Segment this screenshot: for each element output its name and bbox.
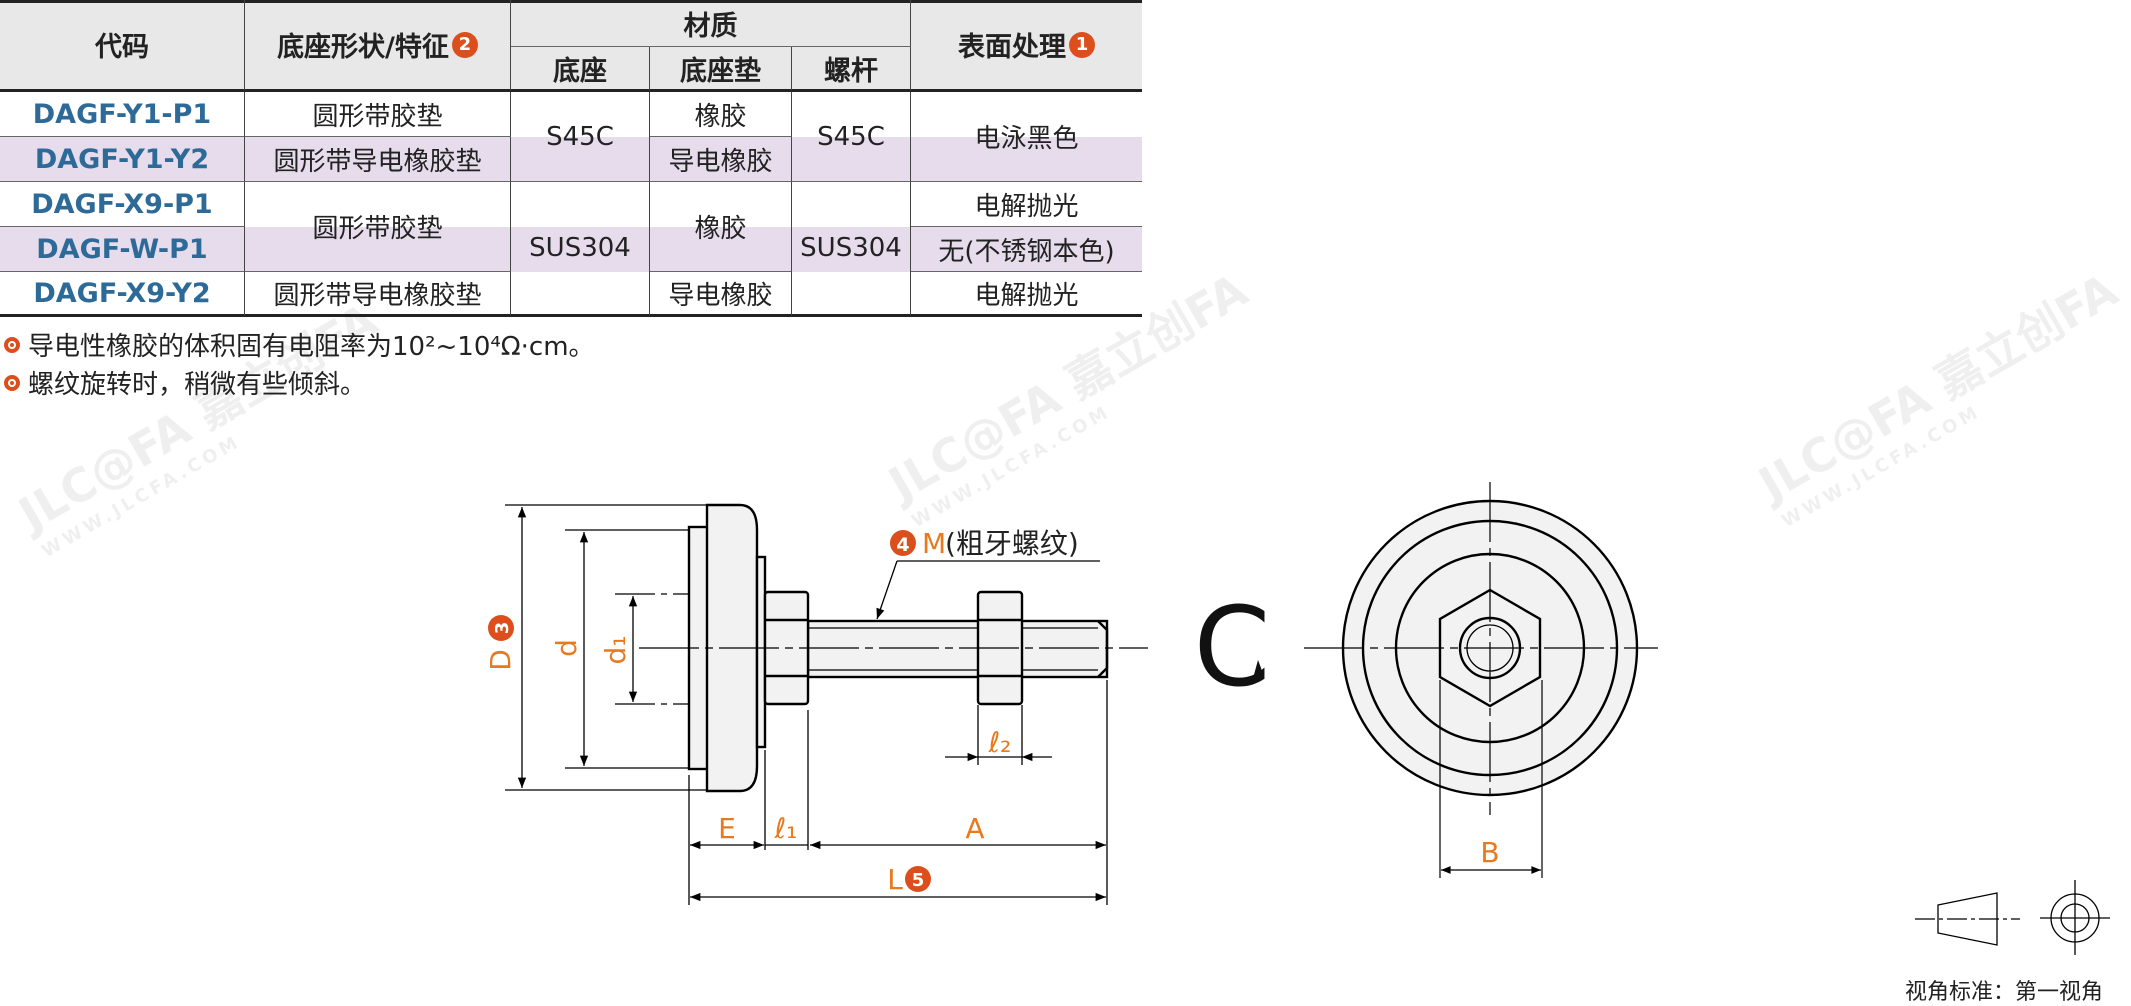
- header-material: 材质: [511, 0, 911, 47]
- code-cell: DAGF-W-P1: [0, 227, 245, 272]
- label-L: L: [887, 863, 903, 896]
- label-D: D: [484, 649, 517, 671]
- base-cell: SUS304: [511, 182, 650, 317]
- surface-cell: 电解抛光: [911, 272, 1142, 317]
- code-cell: DAGF-Y1-P1: [0, 92, 245, 137]
- header-code: 代码: [0, 0, 245, 92]
- note: 螺纹旋转时，稍微有些倾斜。: [4, 364, 366, 401]
- shape-cell: 圆形带导电橡胶垫: [245, 272, 511, 317]
- label-l1: ℓ₁: [774, 812, 798, 845]
- surface-cell: 无(不锈钢本色): [911, 227, 1142, 272]
- D-badge: 3: [492, 622, 513, 635]
- view-C-rotation-icon: C: [1194, 583, 1271, 711]
- label-l2: ℓ₂: [988, 726, 1012, 759]
- header-screw: 螺杆: [792, 47, 911, 92]
- label-d1: d₁: [599, 636, 632, 665]
- L-badge: 5: [912, 870, 925, 891]
- svg-text:M: M: [922, 527, 946, 560]
- label-A: A: [965, 812, 984, 845]
- surface-cell: 电解抛光: [911, 182, 1142, 227]
- label-E: E: [718, 812, 736, 845]
- screw-cell: SUS304: [792, 182, 911, 317]
- note: 导电性橡胶的体积固有电阻率为10²~10⁴Ω·cm。: [4, 326, 595, 363]
- header-pad: 底座垫: [650, 47, 792, 92]
- projection-standard: 视角标准：第一视角: [1905, 980, 2104, 1005]
- screw-cell: S45C: [792, 92, 911, 182]
- header-base: 底座: [511, 47, 650, 92]
- shape-cell: 圆形带导电橡胶垫: [245, 137, 511, 182]
- pad-cell: 橡胶: [650, 92, 792, 137]
- shape-cell: 圆形带胶垫: [245, 92, 511, 137]
- thread-label: (粗牙螺纹): [945, 527, 1079, 560]
- pad-cell: 橡胶: [650, 182, 792, 272]
- bullet-icon: [4, 374, 20, 391]
- shape-cell: 圆形带胶垫: [245, 182, 511, 272]
- bolt-shaft: [806, 619, 1109, 679]
- code-cell: DAGF-X9-P1: [0, 182, 245, 227]
- label-d: d: [550, 639, 583, 657]
- pad-cell: 导电橡胶: [650, 137, 792, 182]
- pad-cell: 导电橡胶: [650, 272, 792, 317]
- code-cell: DAGF-X9-Y2: [0, 272, 245, 317]
- bullet-icon: [4, 336, 20, 353]
- first-angle-projection-icon: [1915, 880, 2110, 955]
- base-cell: S45C: [511, 92, 650, 182]
- thread-badge: 4: [896, 534, 909, 556]
- surface-cell: 电泳黑色: [911, 92, 1142, 182]
- label-B: B: [1480, 836, 1499, 869]
- code-cell: DAGF-Y1-Y2: [0, 137, 245, 182]
